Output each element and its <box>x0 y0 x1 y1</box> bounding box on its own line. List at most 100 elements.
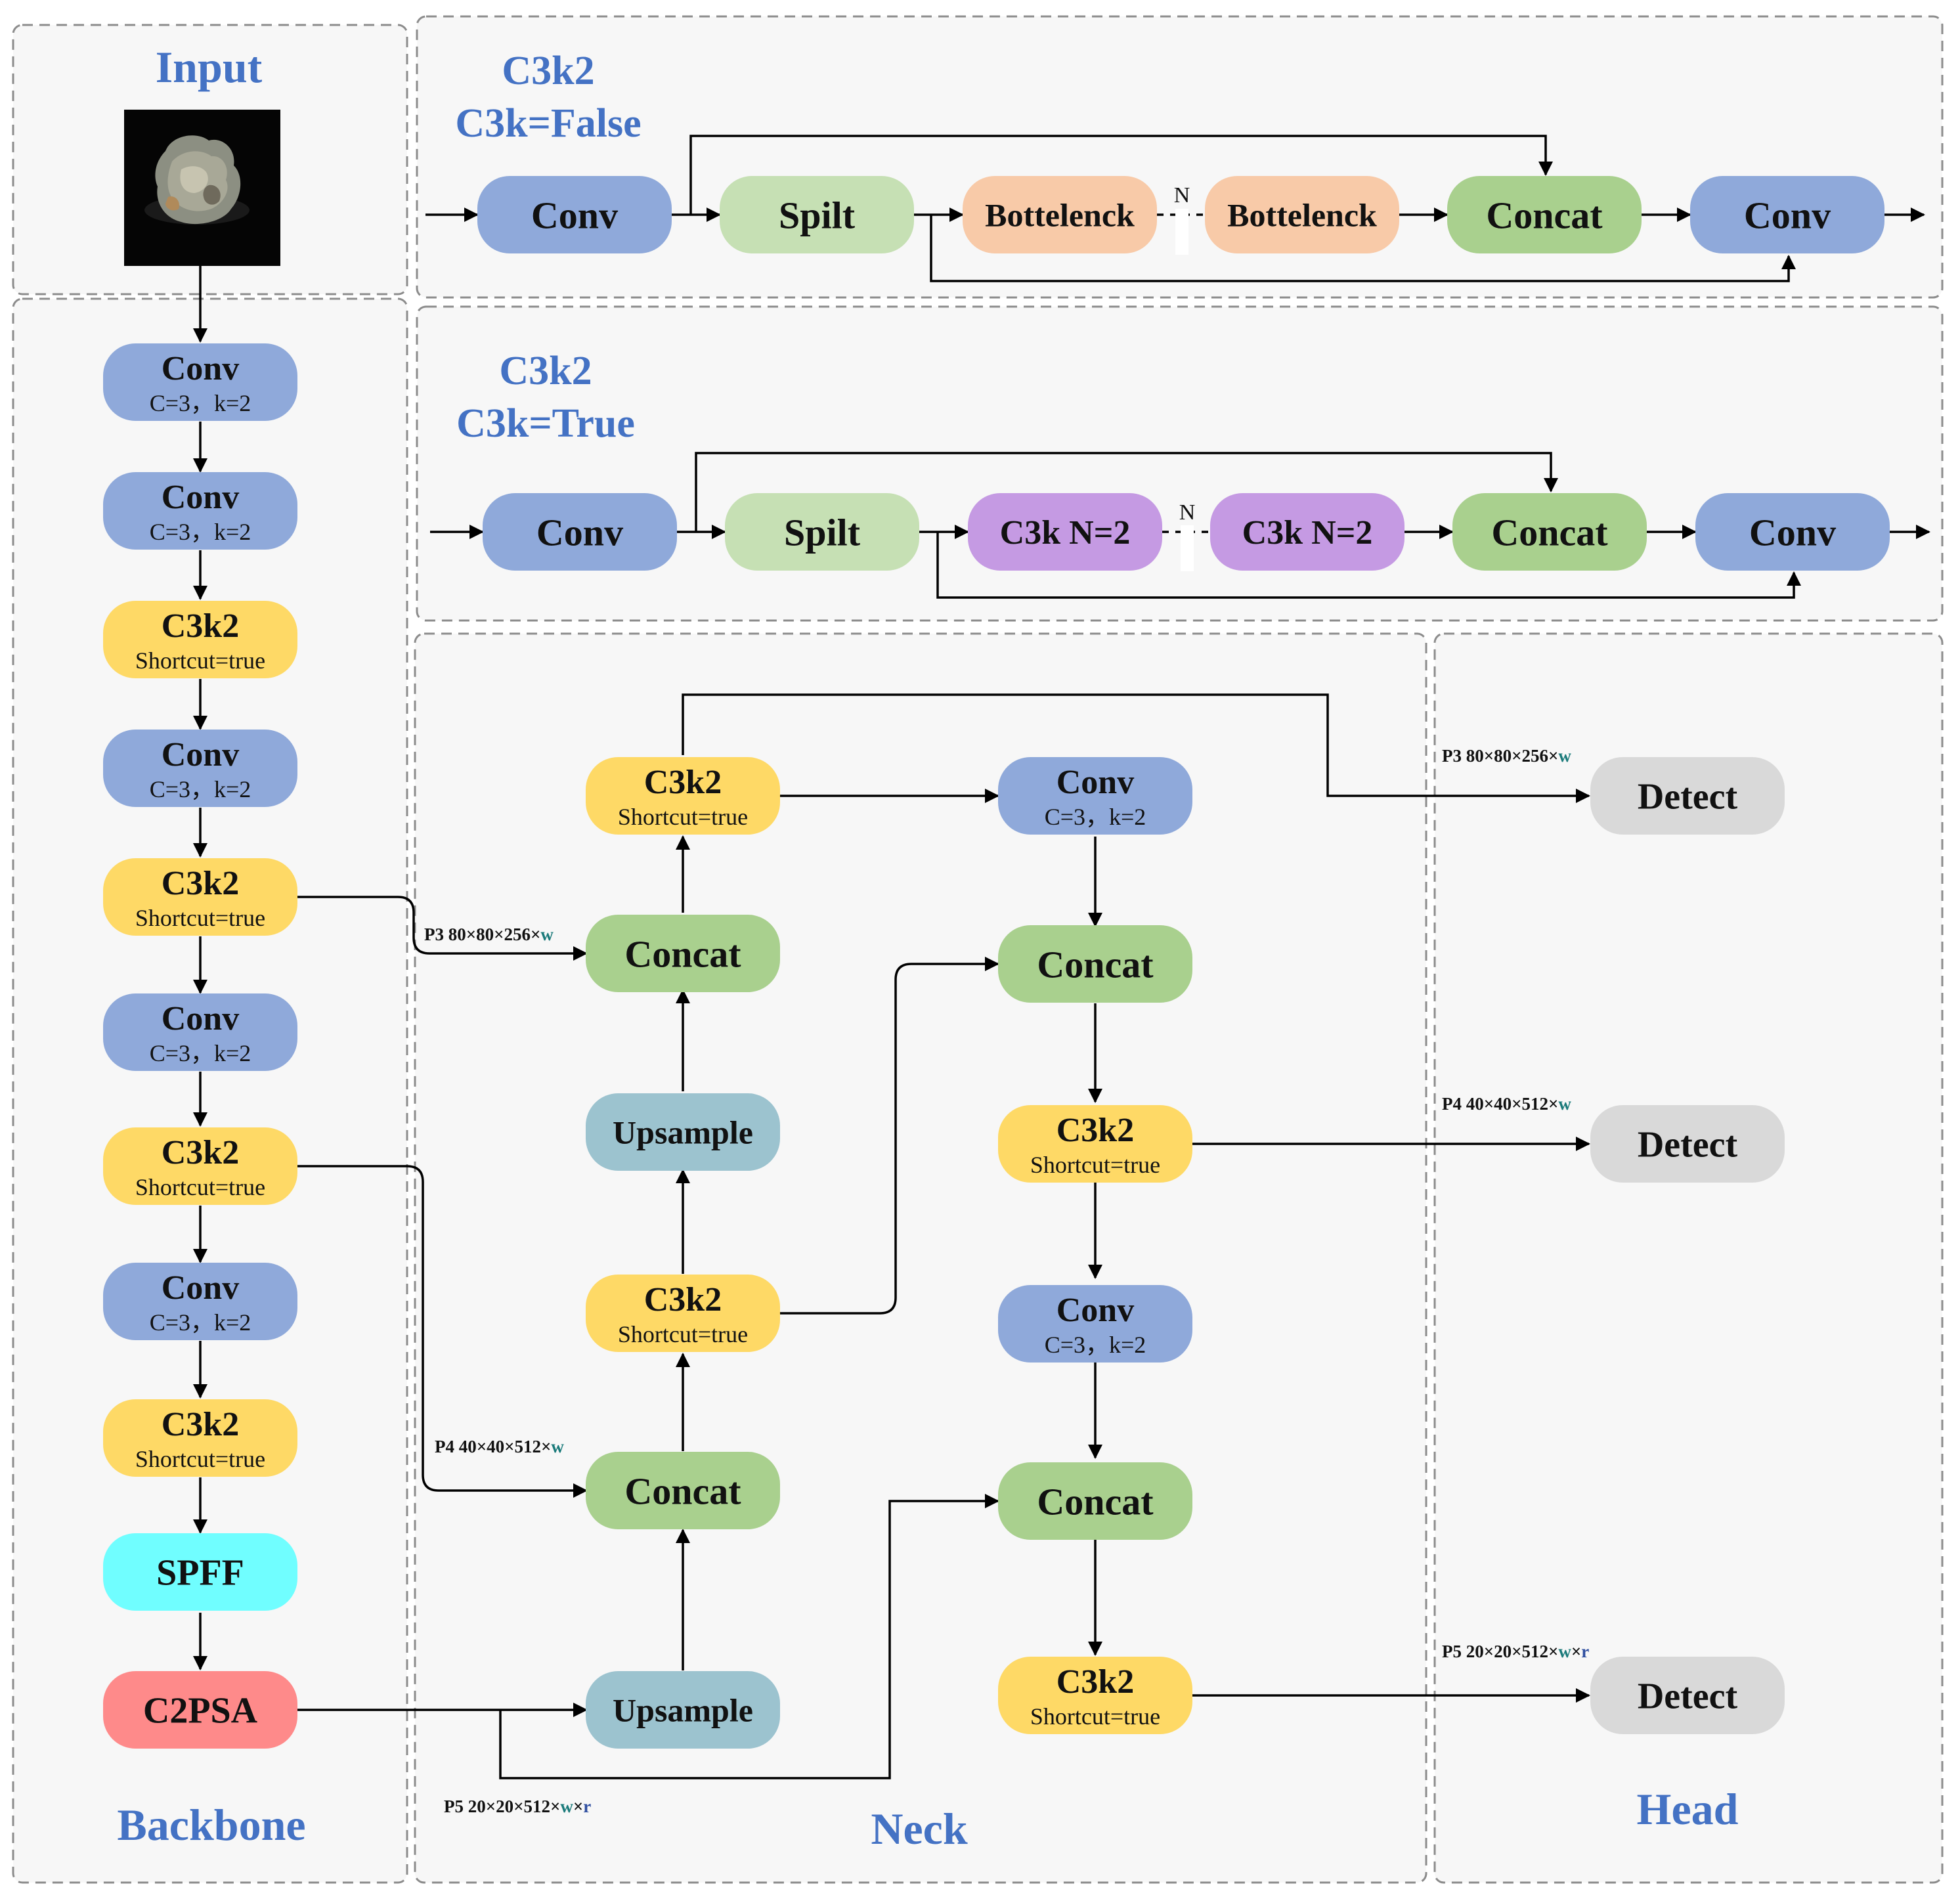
node-label: Concat <box>1037 1480 1154 1523</box>
head-detect-node: Detect <box>1590 757 1785 835</box>
node-label: C3k N=2 <box>1000 514 1131 552</box>
node-box <box>103 472 297 550</box>
false-repeat-gap <box>1175 209 1188 255</box>
node-box <box>998 925 1192 1003</box>
node-sublabel: Shortcut=true <box>1030 1152 1160 1178</box>
node-label: Concat <box>1491 511 1608 554</box>
node-label: C3k N=2 <box>1242 514 1373 552</box>
node-label: Detect <box>1638 1676 1738 1717</box>
edge-p5-to-right-concat <box>499 1494 999 1779</box>
node-label: Spilt <box>784 511 861 554</box>
node-label: Conv <box>536 511 623 554</box>
feature-label-p3-head: P3 80×80×256×w <box>1442 746 1571 766</box>
node-sublabel: Shortcut=true <box>618 804 748 830</box>
node-label: Detect <box>1638 777 1738 818</box>
neck-left-concat-node: Concat <box>586 1452 780 1529</box>
neck-title: Neck <box>871 1804 967 1854</box>
neck-right-concat-node: Concat <box>998 925 1192 1003</box>
node-label: Bottelenck <box>985 197 1135 234</box>
edge-c3k2-to-detect-p3 <box>682 693 1590 803</box>
node-box <box>725 493 919 571</box>
node-sublabel: C=3，k=2 <box>150 390 251 416</box>
node-box <box>103 730 297 807</box>
node-box <box>1447 176 1642 253</box>
node-label: Upsample <box>613 1692 753 1729</box>
feature-label-p5-head: P5 20×20×512×w×r <box>1442 1642 1589 1661</box>
feature-label-p4-in: P4 40×40×512×w <box>435 1437 564 1456</box>
neck-left-upsample-node: Upsample <box>586 1671 780 1749</box>
node-box <box>103 1263 297 1340</box>
c3k2-true-c3k-n-2-node: C3k N=2 <box>1210 493 1405 571</box>
node-label: Conv <box>162 350 239 387</box>
c3k2-false-panel <box>416 15 1944 299</box>
node-box <box>477 176 672 253</box>
true-repeat-gap <box>1181 525 1194 571</box>
node-box <box>1690 176 1884 253</box>
node-label: C3k2 <box>644 1281 722 1319</box>
node-label: Conv <box>1056 764 1134 801</box>
node-label: Concat <box>1037 943 1154 986</box>
node-box <box>963 176 1157 253</box>
node-label: SPFF <box>156 1553 244 1594</box>
node-label: C3k2 <box>162 1406 239 1443</box>
node-box <box>1210 493 1405 571</box>
c3k2-true-conv-node: Conv <box>483 493 677 571</box>
node-sublabel: C=3，k=2 <box>150 1309 251 1336</box>
node-box <box>586 915 780 992</box>
node-sublabel: C=3，k=2 <box>150 519 251 545</box>
feature-label-p3-in: P3 80×80×256×w <box>424 925 554 944</box>
c3k2-false-bottelenck-node: Bottelenck <box>1205 176 1399 253</box>
node-box <box>103 1127 297 1205</box>
edge-true-skip-bottom <box>936 532 1801 599</box>
node-label: Conv <box>162 1000 239 1037</box>
node-sublabel: C=3，k=2 <box>150 776 251 802</box>
c3k2-true-panel <box>416 305 1944 622</box>
head-panel <box>1433 632 1944 1884</box>
node-label: Upsample <box>613 1114 753 1151</box>
node-label: C3k2 <box>162 607 239 645</box>
node-box <box>1452 493 1647 571</box>
backbone-c2psa-node: C2PSA <box>103 1671 297 1749</box>
c3k2-true-title-line2: C3k=True <box>456 401 635 446</box>
edge-p4-to-neck-concat <box>297 1165 588 1498</box>
node-box <box>1590 1105 1785 1183</box>
node-sublabel: C=3，k=2 <box>150 1040 251 1066</box>
node-sublabel: Shortcut=true <box>135 1446 265 1472</box>
node-sublabel: Shortcut=true <box>135 647 265 674</box>
node-box <box>586 1452 780 1529</box>
edge-false-skip-top <box>689 135 1553 215</box>
nodes-layer: ConvC=3，k=2ConvC=3，k=2C3k2Shortcut=trueC… <box>103 176 1890 1749</box>
node-sublabel: Shortcut=true <box>135 905 265 931</box>
node-box <box>586 1093 780 1171</box>
node-label: Detect <box>1638 1125 1738 1166</box>
node-box <box>1590 757 1785 835</box>
true-repeat-mark: N <box>1179 500 1196 525</box>
edge-true-skip-top <box>695 452 1558 532</box>
node-label: Concat <box>624 1470 741 1512</box>
node-box <box>586 1671 780 1749</box>
c3k2-true-title-line1: C3k2 <box>499 349 592 393</box>
node-box <box>998 757 1192 835</box>
node-box <box>998 1657 1192 1734</box>
node-label: C3k2 <box>162 1134 239 1171</box>
c3k2-true-concat-node: Concat <box>1452 493 1647 571</box>
node-label: Conv <box>162 736 239 774</box>
node-box <box>1590 1657 1785 1734</box>
node-box <box>998 1105 1192 1183</box>
node-sublabel: Shortcut=true <box>1030 1703 1160 1730</box>
node-box <box>998 1462 1192 1540</box>
false-repeat-mark: N <box>1174 183 1190 207</box>
backbone-panel <box>12 297 408 1884</box>
node-sublabel: C=3，k=2 <box>1045 1332 1146 1358</box>
